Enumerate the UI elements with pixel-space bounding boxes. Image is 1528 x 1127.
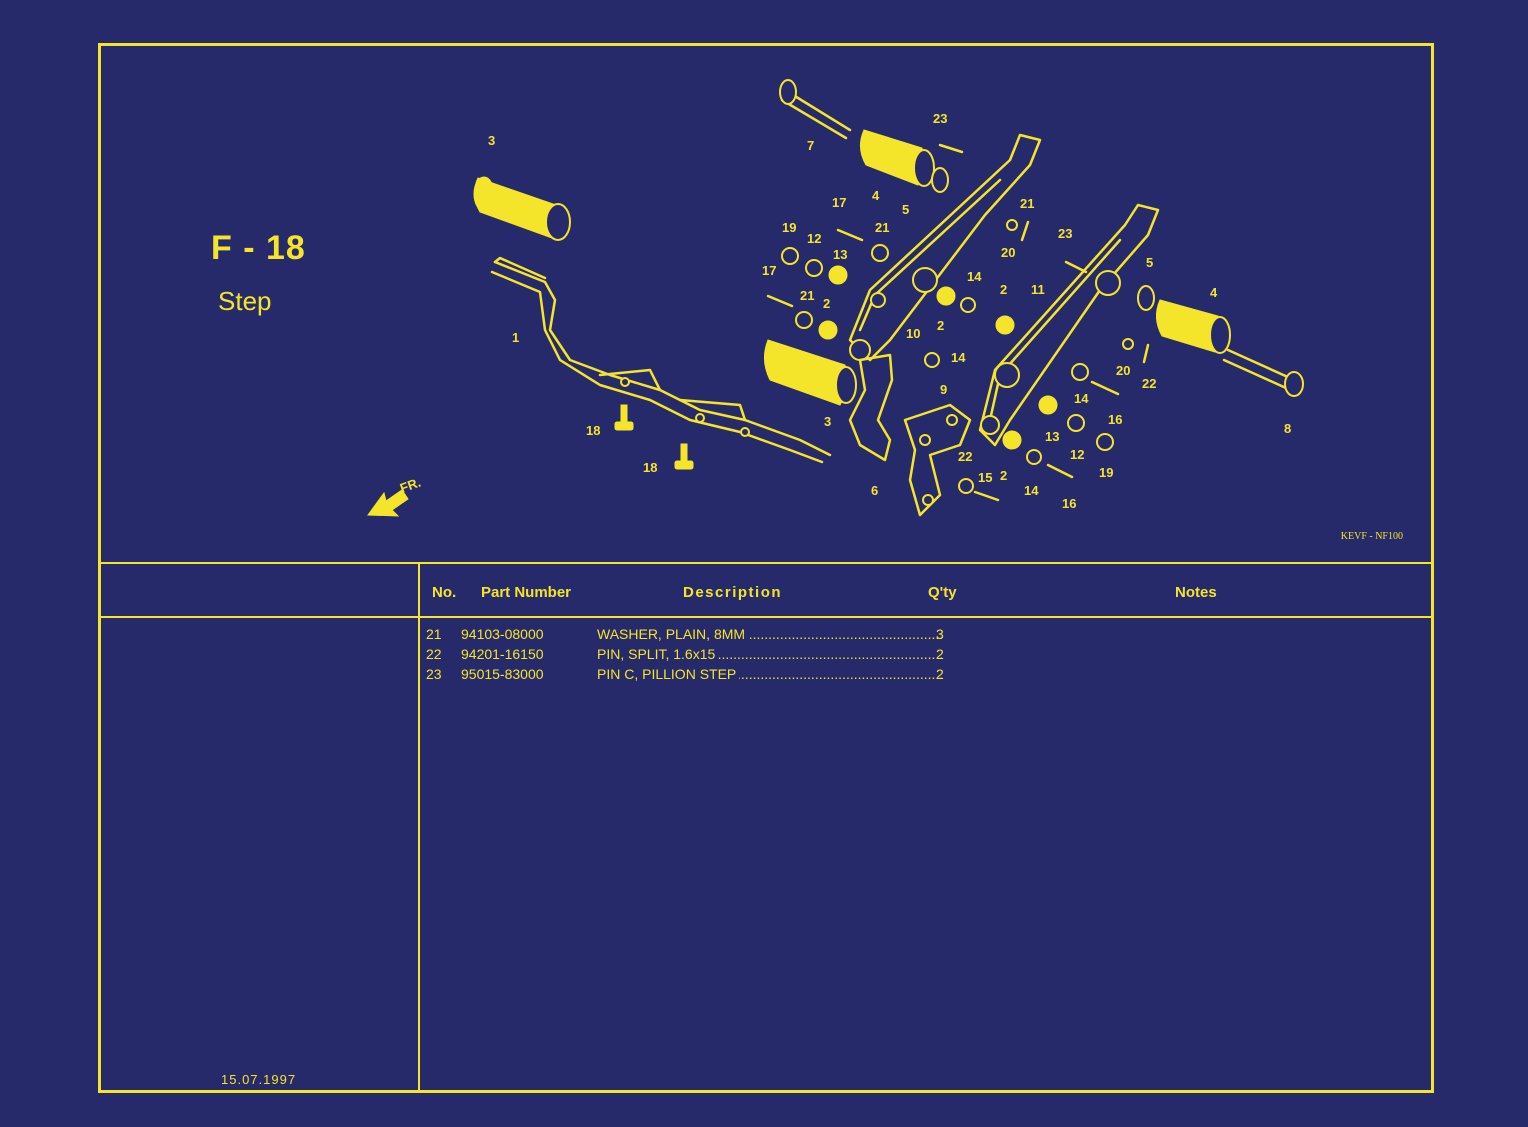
svg-text:FR.: FR. [398, 475, 423, 496]
bracket-9 [903, 403, 972, 517]
callout: 23 [1058, 226, 1072, 241]
row-no: 22 [426, 646, 442, 662]
callout: 17 [762, 263, 776, 278]
pin-8 [1222, 348, 1304, 397]
callout-labels: 3 1 18 18 7 4 5 23 17 21 19 12 13 17 21 … [488, 111, 1291, 511]
callout: 3 [488, 133, 495, 148]
callout: 4 [1210, 285, 1218, 300]
divider [418, 562, 420, 1090]
step-rubber-3b [764, 339, 857, 406]
row-no: 21 [426, 626, 442, 642]
callout: 19 [1099, 465, 1113, 480]
row-part-number: 94201-16150 [461, 646, 544, 662]
row-part-number: 95015-83000 [461, 666, 544, 682]
callout: 15 [978, 470, 992, 485]
callout: 2 [1000, 468, 1007, 483]
callout: 4 [872, 188, 880, 203]
callout: 9 [940, 382, 947, 397]
callout: 12 [807, 231, 821, 246]
callout: 14 [1024, 483, 1039, 498]
callout: 6 [871, 483, 878, 498]
bolt-18 [614, 404, 694, 470]
callout: 11 [1031, 282, 1045, 297]
hardware-set [766, 143, 1150, 502]
row-qty: 2 [936, 666, 944, 682]
callout: 10 [906, 326, 920, 341]
row-qty: 3 [936, 626, 944, 642]
header-part-number: Part Number [481, 584, 572, 601]
callout: 13 [1045, 429, 1059, 444]
rider-step-bar-1 [490, 256, 832, 464]
callout: 21 [875, 220, 889, 235]
callout: 16 [1062, 496, 1076, 511]
header-description: Description [683, 584, 783, 601]
issue-date: 15.07.1997 [221, 1072, 297, 1087]
callout: 3 [824, 414, 831, 429]
callout: 14 [951, 350, 966, 365]
step-bracket-10 [848, 133, 1042, 362]
callout: 12 [1070, 447, 1084, 462]
step-holder-7 [848, 353, 894, 462]
divider [101, 616, 1431, 618]
callout: 5 [1146, 255, 1153, 270]
callout: 18 [586, 423, 600, 438]
row-part-number: 94103-08000 [461, 626, 544, 642]
callout: 2 [937, 318, 944, 333]
callout: 20 [1001, 245, 1015, 260]
row-description: PIN, SPLIT, 1.6x15 [597, 646, 719, 662]
callout: 8 [1284, 421, 1291, 436]
row-description: WASHER, PLAIN, 8MM [597, 626, 749, 642]
callout: 20 [1116, 363, 1130, 378]
step-rubber-3 [473, 176, 571, 241]
callout: 21 [800, 288, 814, 303]
callout: 16 [1108, 412, 1122, 427]
row-description: PIN C, PILLION STEP [597, 666, 740, 682]
step-rubber-4 [860, 129, 949, 193]
callout: 14 [967, 269, 982, 284]
divider [101, 562, 1431, 564]
step-rubber-4b [1137, 285, 1231, 354]
callout: 13 [833, 247, 847, 262]
callout: 2 [823, 296, 830, 311]
row-qty: 2 [936, 646, 944, 662]
pin-6 [779, 79, 852, 140]
callout: 1 [512, 330, 519, 345]
callout: 19 [782, 220, 796, 235]
callout: 7 [807, 138, 814, 153]
callout: 5 [902, 202, 909, 217]
callout: 2 [1000, 282, 1007, 297]
callout: 21 [1020, 196, 1034, 211]
model-reference: KEVF - NF100 [1340, 531, 1403, 542]
front-arrow-icon: FR. [367, 475, 423, 517]
header-qty: Q'ty [928, 584, 957, 601]
callout: 22 [958, 449, 972, 464]
row-no: 23 [426, 666, 442, 682]
step-bracket-11 [978, 203, 1160, 447]
callout: 17 [832, 195, 846, 210]
callout: 18 [643, 460, 657, 475]
parts-sheet-frame: F - 18 Step KEVF - NF100 No. Part Number… [98, 43, 1434, 1093]
section-title: Step [218, 286, 272, 316]
header-notes: Notes [1175, 584, 1217, 601]
callout: 23 [933, 111, 947, 126]
section-code: F - 18 [211, 229, 306, 267]
header-no: No. [432, 584, 457, 601]
callout: 22 [1142, 376, 1156, 391]
callout: 14 [1074, 391, 1089, 406]
